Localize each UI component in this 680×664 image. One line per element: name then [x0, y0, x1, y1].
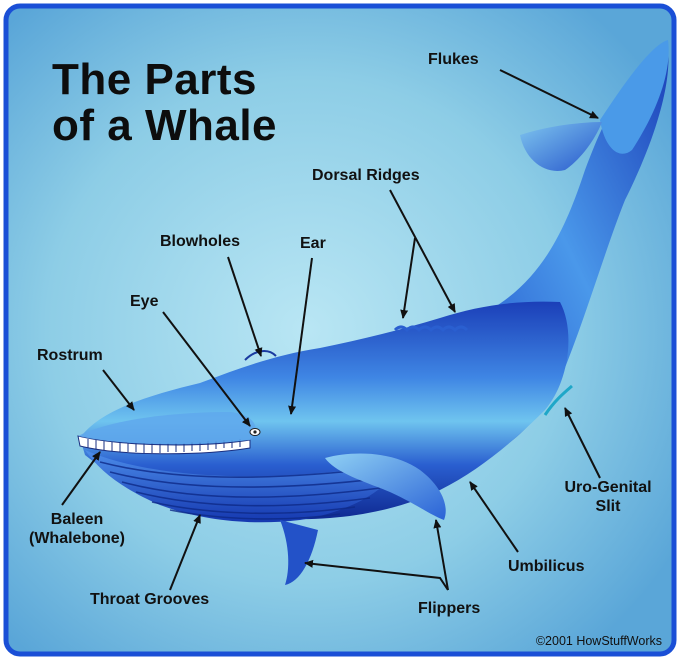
label-rostrum: Rostrum	[37, 346, 103, 365]
label-eye: Eye	[130, 292, 158, 311]
copyright-credit: ©2001 HowStuffWorks	[536, 634, 662, 648]
label-dorsal-ridges: Dorsal Ridges	[312, 166, 420, 185]
page-title-line-1: The Parts	[52, 58, 257, 102]
label-uro-genital-line-2: Slit	[552, 497, 664, 516]
page-title-line-2: of a Whale	[52, 104, 277, 148]
label-baleen-line-1: Baleen	[18, 510, 136, 529]
label-flukes: Flukes	[428, 50, 479, 69]
label-baleen-line-2: (Whalebone)	[18, 529, 136, 548]
label-flippers: Flippers	[418, 599, 480, 618]
label-uro-genital: Uro-Genital Slit	[552, 478, 664, 516]
label-ear: Ear	[300, 234, 326, 253]
label-baleen: Baleen (Whalebone)	[18, 510, 136, 548]
label-umbilicus: Umbilicus	[508, 557, 584, 576]
label-uro-genital-line-1: Uro-Genital	[552, 478, 664, 497]
label-throat-grooves: Throat Grooves	[90, 590, 209, 609]
label-blowholes: Blowholes	[160, 232, 240, 251]
